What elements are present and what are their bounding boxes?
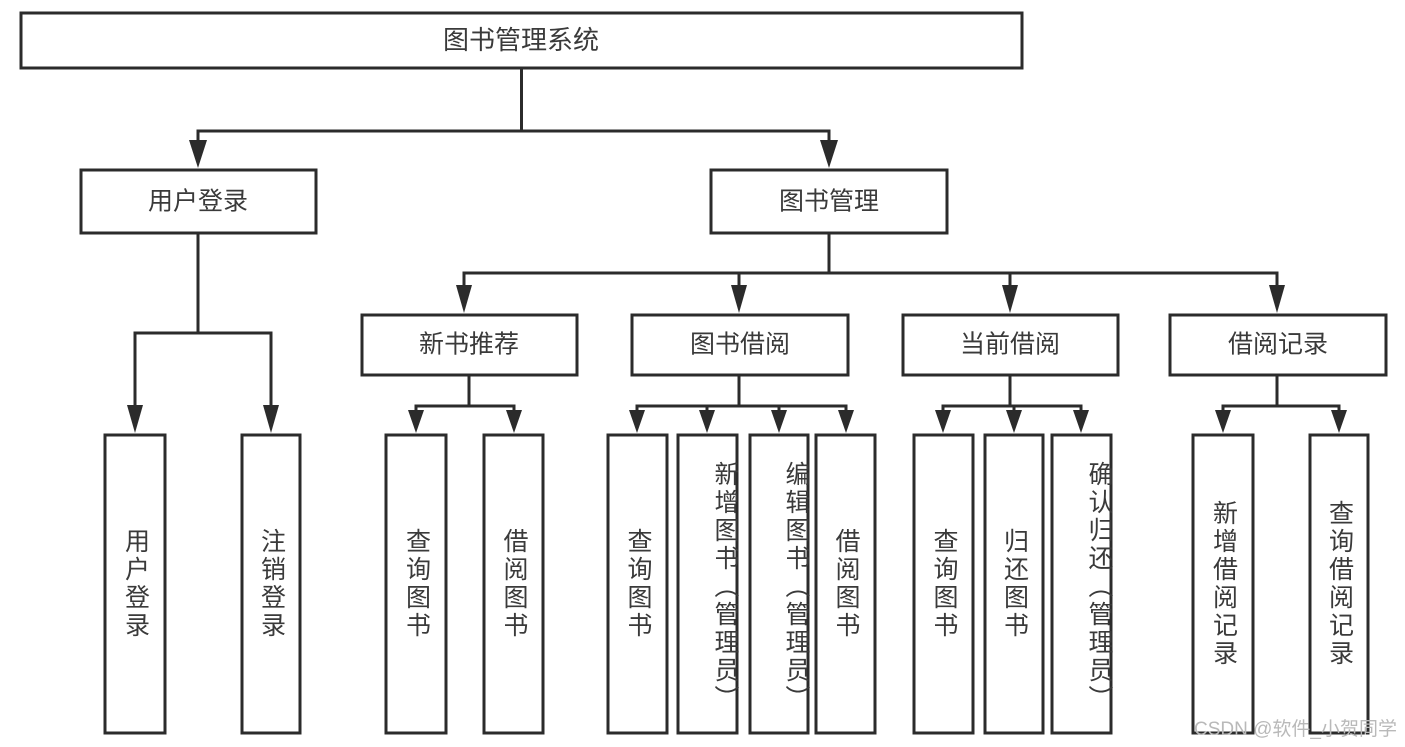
arrow-head-icon (820, 140, 838, 168)
leaf-box-confirm-return-admin[interactable] (1050, 433, 1113, 735)
connector-bookmanage-to-level3 (456, 231, 1285, 313)
connector-root-to-level2 (189, 66, 838, 168)
node-book-management-box[interactable] (709, 168, 949, 235)
node-root[interactable]: 图书管理系统 (19, 11, 1024, 70)
node-borrow-record-label: 借阅记录 (1228, 331, 1328, 359)
connector-newbook-to-leaves (408, 373, 522, 433)
arrow-head-icon (506, 410, 522, 433)
leaf-box-borrow-book[interactable] (814, 433, 877, 735)
connector-userlogin-to-leaves (127, 231, 279, 433)
arrow-head-icon (408, 410, 424, 433)
arrow-head-icon (699, 410, 715, 433)
connector-record-to-leaves (1215, 373, 1347, 433)
arrow-head-icon (1215, 410, 1231, 433)
leaf-box-logout[interactable] (240, 433, 302, 735)
csdn-watermark: CSDN @软件_小贺同学 (1194, 719, 1397, 740)
node-root-box[interactable] (19, 11, 1024, 70)
node-book-borrow-box[interactable] (630, 313, 850, 377)
arrow-head-icon (127, 405, 143, 433)
leaf-box-edit-book-admin[interactable] (748, 433, 810, 735)
node-new-book-recommend-label: 新书推荐 (419, 331, 519, 359)
node-root-label: 图书管理系统 (443, 25, 599, 55)
leaf-box-return-book[interactable] (983, 433, 1045, 735)
node-current-borrow-label: 当前借阅 (960, 331, 1060, 359)
arrow-head-icon (456, 285, 472, 313)
connector-borrow-to-leaves (629, 373, 854, 433)
arrow-head-icon (263, 405, 279, 433)
arrow-head-icon (1006, 410, 1022, 433)
arrow-head-icon (1331, 410, 1347, 433)
node-user-login-label: 用户登录 (148, 188, 248, 216)
leaf-box-borrow-book-rec[interactable] (482, 433, 545, 735)
arrow-head-icon (838, 410, 854, 433)
leaf-box-query-book-current[interactable] (912, 433, 975, 735)
arrow-head-icon (1073, 410, 1089, 433)
arrow-head-icon (1269, 285, 1285, 313)
leaf-box-add-book-admin[interactable] (676, 433, 739, 735)
node-user-login-box[interactable] (79, 168, 318, 235)
arrow-head-icon (1002, 285, 1018, 313)
leaf-box-query-borrow-record[interactable] (1308, 433, 1370, 735)
node-new-book-recommend[interactable]: 新书推荐 (360, 313, 579, 377)
node-borrow-record-box[interactable] (1168, 313, 1388, 377)
arrow-head-icon (935, 410, 951, 433)
arrow-head-icon (731, 285, 747, 313)
node-user-login[interactable]: 用户登录 (79, 168, 318, 235)
node-book-management-label: 图书管理 (779, 188, 879, 216)
leaf-box-add-borrow-record[interactable] (1191, 433, 1255, 735)
node-book-borrow[interactable]: 图书借阅 (630, 313, 850, 377)
node-current-borrow-box[interactable] (901, 313, 1120, 377)
leaf-box-query-book-borrow[interactable] (606, 433, 669, 735)
node-book-borrow-label: 图书借阅 (690, 331, 790, 359)
node-borrow-record[interactable]: 借阅记录 (1168, 313, 1388, 377)
leaf-box-user-login[interactable] (103, 433, 167, 735)
node-new-book-recommend-box[interactable] (360, 313, 579, 377)
node-book-management[interactable]: 图书管理 (709, 168, 949, 235)
connector-current-to-leaves (935, 373, 1089, 433)
arrow-head-icon (629, 410, 645, 433)
node-current-borrow[interactable]: 当前借阅 (901, 313, 1120, 377)
leaf-box-query-book-rec[interactable] (384, 433, 448, 735)
arrow-head-icon (189, 140, 207, 168)
arrow-head-icon (771, 410, 787, 433)
